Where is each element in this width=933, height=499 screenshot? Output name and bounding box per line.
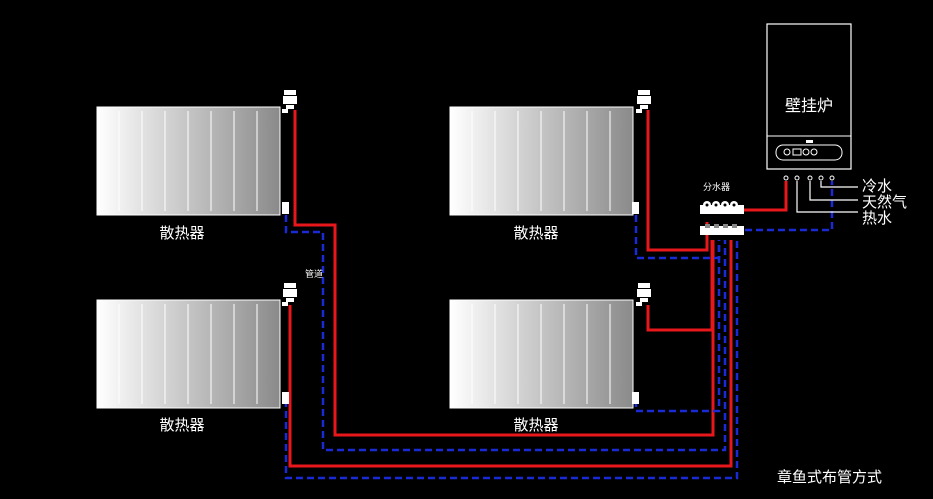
manifold: 分水器 bbox=[700, 181, 744, 235]
return-valve-icon bbox=[632, 392, 639, 404]
control-panel bbox=[775, 144, 843, 161]
return-valve-icon bbox=[282, 392, 289, 404]
connection-label-gas: 天然气 bbox=[862, 193, 907, 211]
return-valve-icon bbox=[282, 202, 289, 214]
radiator-bottom-right: 散热器 bbox=[449, 283, 651, 434]
caption: 章鱼式布管方式 bbox=[777, 468, 882, 486]
boiler-label: 壁挂炉 bbox=[785, 96, 833, 115]
supply-pipes bbox=[288, 110, 788, 468]
manifold-label: 分水器 bbox=[703, 181, 730, 193]
radiator-bottom-left: 散热器 bbox=[96, 283, 297, 434]
radiator-top-left: 散热器 bbox=[96, 90, 297, 242]
radiator-label: 散热器 bbox=[513, 416, 558, 434]
return-pipes bbox=[284, 181, 834, 480]
connection-label-hot-water: 热水 bbox=[862, 209, 892, 227]
valve-icon bbox=[282, 90, 297, 113]
radiator-top-right: 散热器 bbox=[449, 90, 651, 242]
connection-leaders bbox=[796, 181, 858, 213]
radiator-label: 散热器 bbox=[159, 224, 204, 242]
boiler: 壁挂炉 bbox=[766, 23, 852, 181]
valve-icon bbox=[282, 283, 297, 306]
connection-label-cold-water: 冷水 bbox=[862, 177, 892, 195]
valve-icon bbox=[636, 283, 651, 306]
valve-icon bbox=[636, 90, 651, 113]
radiator-label: 散热器 bbox=[513, 224, 558, 242]
pipe-label: 管道 bbox=[305, 268, 323, 280]
return-valve-icon bbox=[632, 202, 639, 214]
radiator-label: 散热器 bbox=[159, 416, 204, 434]
